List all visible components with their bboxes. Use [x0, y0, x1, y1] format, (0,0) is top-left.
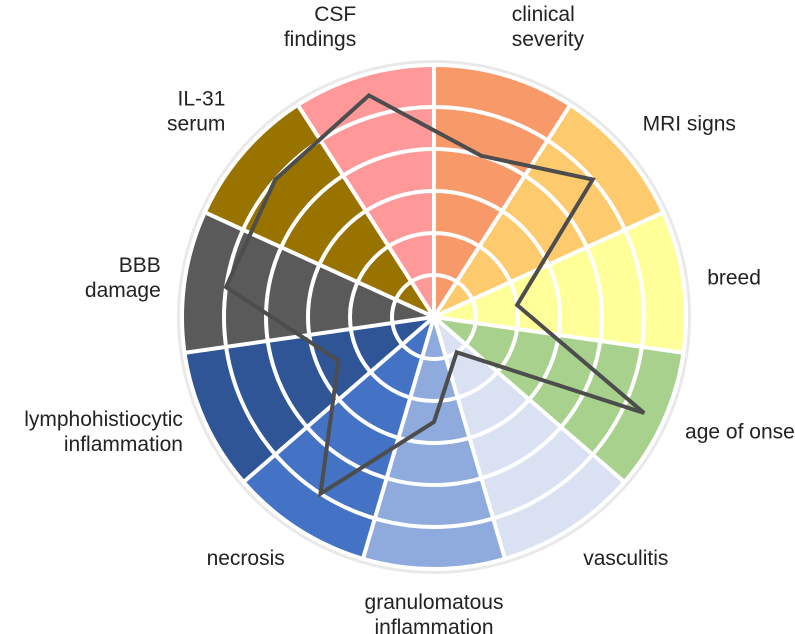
sector-vasculitis — [434, 317, 625, 559]
label-necrosis: necrosis — [207, 547, 285, 570]
label-line: BBB — [119, 254, 161, 277]
grid-spoke — [432, 315, 628, 485]
label-line: MRI signs — [643, 112, 736, 135]
grid-spoke — [202, 209, 435, 319]
grid-spoke — [432, 316, 508, 562]
label-mri signs: MRI signs — [643, 112, 736, 135]
label-granulomatous-inflammation: granulomatous inflammation — [365, 591, 504, 634]
sector-clinical-severity — [434, 65, 571, 317]
label-line: necrosis — [207, 547, 285, 570]
label-line: serum — [167, 112, 225, 135]
label-line: IL-31 — [178, 87, 226, 110]
label-line: lymphohistiocytic — [24, 408, 183, 431]
label-line: granulomatous — [365, 591, 504, 614]
label-breed: breed — [707, 267, 761, 290]
sector-breed — [434, 212, 686, 353]
label-line: inflammation — [374, 616, 493, 634]
label-line: age of onset — [685, 421, 795, 444]
sector-age of onset — [434, 317, 684, 483]
label-age of onset: age of onset — [685, 421, 795, 444]
label-line: CSF — [314, 3, 356, 26]
grid-spoke — [433, 315, 686, 356]
label-line: vasculitis — [583, 547, 668, 570]
sector-mri signs — [434, 105, 664, 317]
sector-lymphohistiocytic-inflammation — [184, 317, 434, 483]
sector-necrosis — [243, 317, 434, 559]
series-group — [223, 92, 646, 498]
label-line: severity — [512, 28, 585, 51]
grid-spoke — [182, 315, 435, 356]
label-vasculitis: vasculitis — [583, 547, 668, 570]
sector-il-31-serum — [204, 105, 434, 317]
label-line: inflammation — [64, 433, 183, 456]
label-line: findings — [284, 28, 356, 51]
grid-spoke — [432, 102, 574, 319]
label-line: breed — [707, 267, 761, 290]
label-line: clinical — [512, 3, 575, 26]
series-line — [223, 92, 646, 498]
ring-grid — [180, 63, 688, 571]
grid-spoke — [240, 315, 436, 485]
grid-spoke — [433, 209, 666, 319]
label-line: damage — [85, 279, 161, 302]
grid-spoke — [360, 316, 436, 562]
